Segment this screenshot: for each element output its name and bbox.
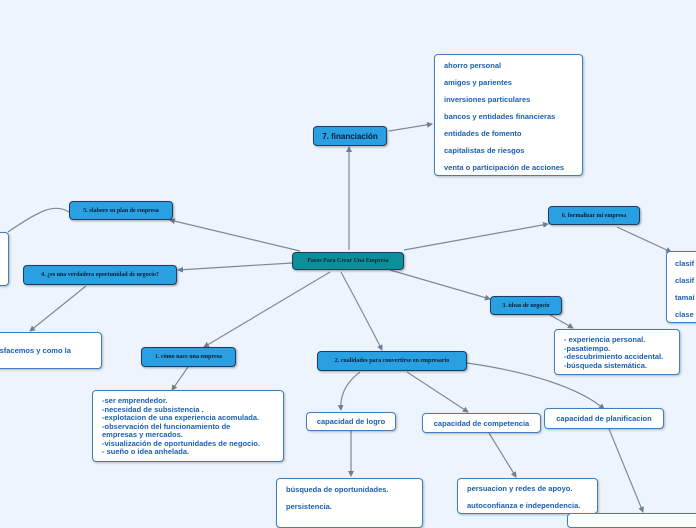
- oportunidad-card[interactable]: tisfacemos y como la: [0, 332, 102, 369]
- topic-formalizar-label: 6. formalizar mi empresa: [561, 212, 627, 219]
- list-item: - sueño o idea anhelada.: [102, 447, 190, 456]
- topic-financiacion[interactable]: 7. financiación: [313, 126, 387, 146]
- link-nace: [203, 271, 331, 348]
- topic-cualidades-label: 2. cualidades para convertirse en empres…: [334, 358, 450, 364]
- list-item: -búsqueda sistemática.: [564, 360, 647, 370]
- link-plan-left: [7, 207, 70, 233]
- topic-ideas-label: 3. ideas de negocio: [502, 302, 550, 309]
- link-formalizar-list: [616, 226, 672, 253]
- topic-cualidades[interactable]: 2. cualidades para convertirse en empres…: [317, 351, 467, 371]
- oportunidad-card-text: tisfacemos y como la: [0, 346, 71, 355]
- list-item: clasif: [675, 276, 695, 285]
- list-item: -observación del funcionamiento de: [102, 421, 231, 431]
- link-formalizar: [403, 221, 549, 251]
- link-planificacion-list: [608, 428, 644, 513]
- list-item: ahorro personal: [444, 61, 502, 70]
- list-item: amigos y parientes: [444, 78, 512, 87]
- link-competencia: [406, 371, 469, 413]
- capacidad-logro[interactable]: capacidad de logro: [306, 412, 396, 431]
- link-cualidades: [340, 271, 383, 351]
- nace-empresa-list[interactable]: -ser emprendedor. -necesidad de subsiste…: [92, 390, 284, 462]
- list-item: -ser emprendedor.: [102, 396, 168, 405]
- list-item: autoconfianza e independencia.: [467, 501, 581, 510]
- list-item: - experiencia personal.: [564, 335, 646, 344]
- list-item: clase: [675, 310, 694, 319]
- list-item: bancos y entidades financieras: [444, 112, 556, 121]
- link-plan: [169, 218, 301, 252]
- list-item: clasif: [675, 259, 695, 268]
- topic-plan-empresa-label: 5. elabore su plan de empresa: [83, 207, 159, 214]
- list-item: -necesidad de subsistencia .: [102, 404, 204, 414]
- plan-empresa-card-partial[interactable]: [0, 232, 9, 286]
- link-planificacion: [466, 362, 605, 410]
- central-topic-label: Pasos Para Crear Una Empresa: [307, 258, 389, 264]
- topic-nace-empresa-label: 1. cómo nace una empresa: [154, 354, 223, 360]
- list-item: inversiones particulares: [444, 95, 531, 104]
- formalizar-list[interactable]: clasif clasif tamaí clase: [666, 251, 696, 323]
- list-item: empresas y mercados.: [102, 430, 183, 439]
- link-oportunidad: [177, 262, 293, 273]
- list-item: venta o participación de acciones: [444, 163, 565, 172]
- list-item: -visualización de oportunidades de negoc…: [102, 438, 260, 448]
- link-nace-list: [171, 366, 189, 391]
- link-financiacion-list: [388, 121, 433, 132]
- topic-oportunidad-label: 4. ¿es una verdadera oportunidad de nego…: [41, 272, 159, 278]
- topic-nace-empresa[interactable]: 1. cómo nace una empresa: [141, 347, 236, 367]
- capacidad-competencia-label: capacidad de competencia: [433, 418, 530, 428]
- list-item: -pasatiempo.: [564, 343, 611, 353]
- capacidad-competencia[interactable]: capacidad de competencia: [422, 413, 541, 433]
- list-item: capitalistas de riesgos: [444, 146, 525, 155]
- topic-plan-empresa[interactable]: 5. elabore su plan de empresa: [69, 201, 173, 220]
- capacidad-competencia-list[interactable]: persuacion y redes de apoyo. autoconfian…: [457, 478, 598, 514]
- financiacion-list[interactable]: ahorro personal amigos y parientes inver…: [434, 54, 583, 176]
- list-item: entidades de fomento: [444, 129, 522, 138]
- topic-oportunidad[interactable]: 4. ¿es una verdadera oportunidad de nego…: [23, 265, 177, 285]
- list-item: -descubrimiento accidental.: [564, 352, 664, 361]
- ideas-list[interactable]: - experiencia personal. -pasatiempo. -de…: [554, 329, 680, 375]
- list-item: persistencia.: [286, 502, 332, 511]
- list-item: -explotacion de una experiencia acomulad…: [102, 413, 260, 422]
- link-oportunidad-card: [29, 285, 87, 332]
- capacidad-planificacion-label: capacidad de planificacion: [556, 414, 652, 423]
- capacidad-logro-label: capacidad de logro: [316, 417, 386, 426]
- central-topic[interactable]: Pasos Para Crear Una Empresa: [292, 252, 404, 270]
- capacidad-logro-list[interactable]: búsqueda de oportunidades. persistencia.: [276, 478, 423, 528]
- capacidad-planificacion[interactable]: capacidad de planificacion: [544, 408, 664, 429]
- topic-ideas[interactable]: 3. ideas de negocio: [490, 296, 562, 315]
- link-logro: [337, 371, 361, 411]
- topic-formalizar[interactable]: 6. formalizar mi empresa: [548, 206, 640, 225]
- capacidad-planificacion-list-partial[interactable]: [567, 513, 696, 528]
- topic-financiacion-label: 7. financiación: [322, 131, 378, 141]
- list-item: persuacion y redes de apoyo.: [467, 484, 573, 493]
- list-item: búsqueda de oportunidades.: [286, 485, 389, 494]
- link-competencia-list: [488, 432, 517, 478]
- link-ideas-list: [549, 314, 574, 329]
- list-item: tamaí: [675, 293, 695, 302]
- link-ideas: [389, 269, 491, 301]
